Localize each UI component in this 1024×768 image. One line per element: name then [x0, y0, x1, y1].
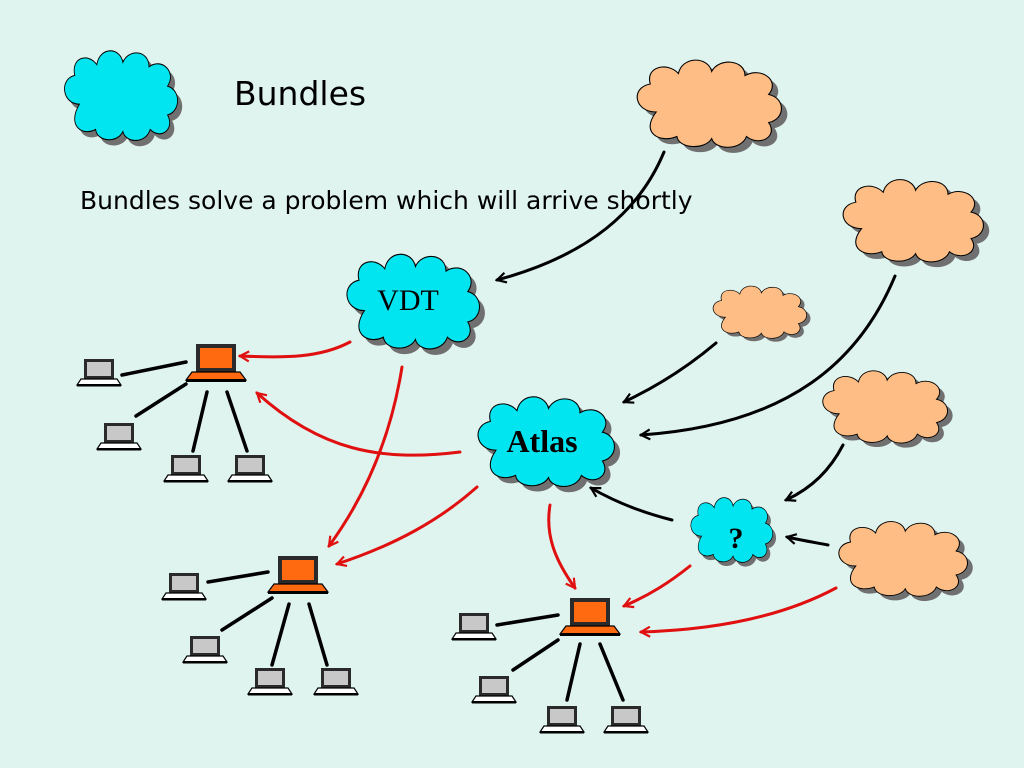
client-computer — [227, 454, 273, 484]
external-cloud-4 — [822, 370, 953, 448]
arrow-ext3-to-atlas — [624, 341, 718, 402]
client-computer — [161, 572, 207, 602]
arrow-ext5-to-unknown — [787, 537, 830, 547]
external-cloud-1 — [636, 59, 788, 153]
arrow-vdt-to-hub1 — [240, 340, 352, 357]
arrow-ext4-to-unknown — [786, 443, 845, 500]
client-computer — [539, 705, 585, 735]
cluster-2-links — [206, 570, 329, 667]
slide-title: Bundles — [234, 74, 367, 113]
hub-computer-1 — [185, 343, 247, 383]
arrow-atlas-to-hub3 — [547, 503, 577, 588]
arrow-atlas-to-hub1 — [257, 393, 462, 457]
external-cloud-5 — [838, 521, 973, 602]
arrow-ext2-to-atlas — [641, 274, 897, 435]
external-cloud-3 — [712, 285, 811, 342]
slide-subtitle: Bundles solve a problem which will arriv… — [80, 186, 693, 215]
hub-computer-3 — [559, 597, 621, 637]
client-computer — [96, 422, 142, 452]
arrow-ext5-to-hub3 — [641, 586, 838, 632]
client-computer — [603, 705, 649, 735]
vdt-cloud-label: VDT — [377, 284, 439, 317]
external-cloud-2 — [842, 179, 990, 268]
arrow-unknown-to-hub3 — [624, 564, 692, 606]
client-computer — [76, 358, 122, 388]
hub-computer-2 — [267, 555, 329, 595]
client-computer — [182, 635, 228, 665]
atlas-cloud-label: Atlas — [506, 423, 577, 459]
arrow-vdt-to-hub2 — [327, 365, 404, 546]
client-computer — [451, 612, 497, 642]
cluster-1-links — [120, 360, 249, 453]
arrow-unknown-to-atlas — [591, 486, 674, 522]
arrow-atlas-to-hub2 — [337, 485, 479, 564]
cluster-3-links — [495, 613, 625, 702]
client-computer — [247, 667, 293, 697]
client-computer — [163, 454, 209, 484]
arrow-ext1-to-vdt — [497, 150, 666, 280]
legend-bundle-cloud — [63, 50, 183, 147]
client-computer — [471, 675, 517, 705]
client-computer — [313, 667, 359, 697]
unknown-cloud-label: ? — [729, 522, 744, 555]
